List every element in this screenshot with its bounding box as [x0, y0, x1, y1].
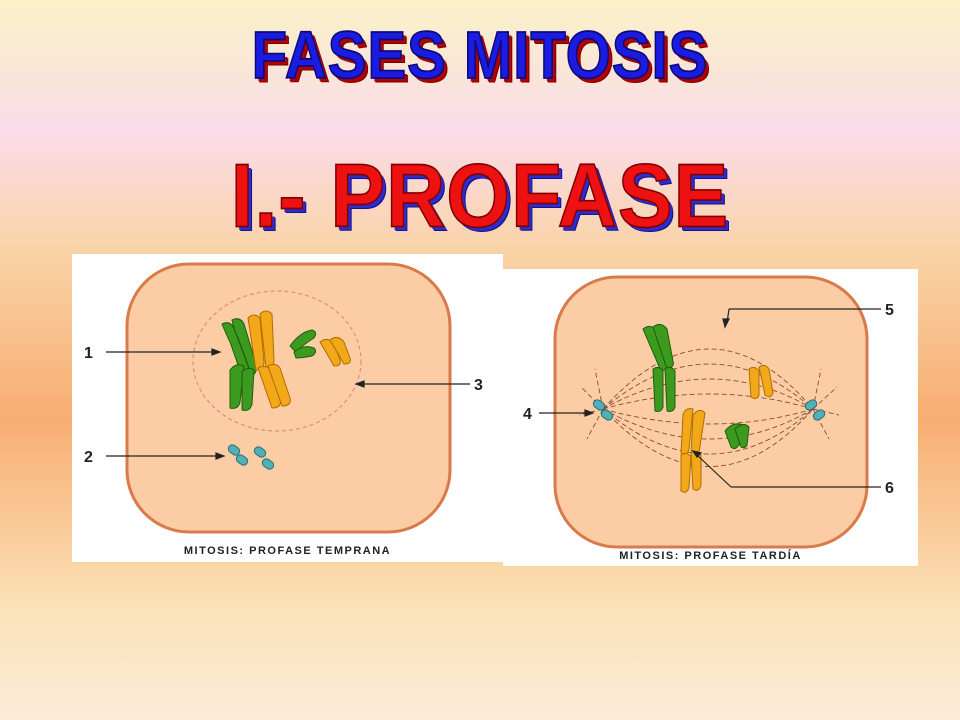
chromosome-orange-large [247, 310, 291, 409]
chromosome-orange-small [748, 364, 774, 400]
centrosome-pair [227, 444, 275, 470]
chromosome-green [221, 318, 257, 411]
label-1: 1 [84, 345, 93, 362]
chromosome-orange-small [319, 336, 351, 367]
centrosome-left [592, 399, 614, 421]
label-2: 2 [84, 449, 93, 466]
chromosome-green-small [724, 423, 750, 450]
label-6: 6 [885, 480, 894, 497]
label-5: 5 [885, 302, 894, 319]
subtitle: I.- PROFASE [230, 146, 730, 248]
late-prophase-panel: 5 4 6 MITOSIS: PROFASE TARDÍA [503, 269, 918, 566]
chromosome-green [642, 323, 676, 412]
spindle-fibers [578, 348, 840, 467]
chromosome-green-small [289, 329, 317, 359]
centrosome-right [804, 399, 826, 421]
nuclear-envelope [192, 290, 362, 432]
label-4: 4 [523, 406, 532, 423]
late-prophase-caption: MITOSIS: PROFASE TARDÍA [619, 550, 802, 562]
early-prophase-caption: MITOSIS: PROFASE TEMPRANA [183, 545, 392, 557]
main-title: FASES MITOSIS [251, 17, 709, 93]
cell-membrane [553, 275, 869, 549]
chromosome-orange-large [680, 408, 706, 493]
early-prophase-diagram: 1 2 3 [84, 262, 483, 534]
label-3: 3 [474, 377, 483, 394]
late-prophase-diagram: 5 4 6 [523, 275, 894, 549]
early-prophase-panel: 1 2 3 MITOSIS: PROFASE TEMPRANA [72, 254, 503, 562]
